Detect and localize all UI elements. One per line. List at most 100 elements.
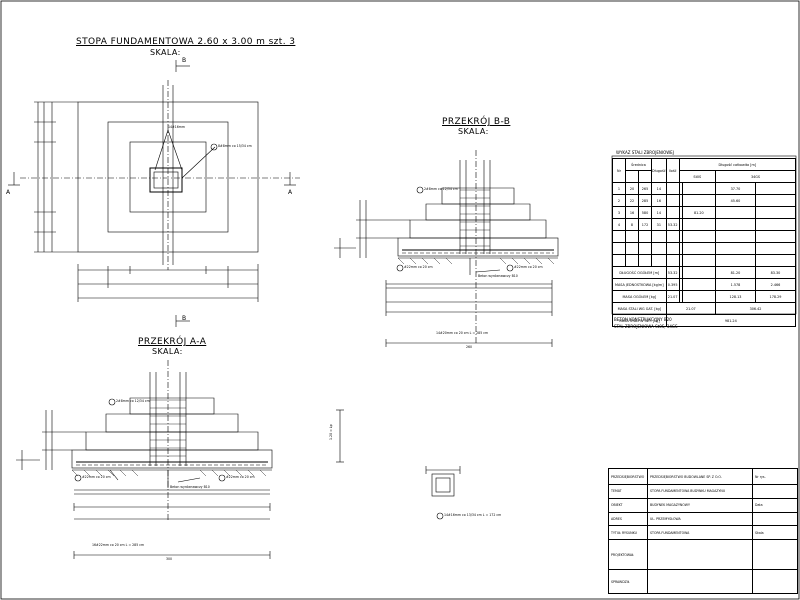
table-row: DŁUGOŚĆ OGÓŁEM [m] 53.32 81.20 83.30	[612, 266, 797, 279]
steel-table-heading: WYKAZ STALI ZBROJENIOWEJ	[616, 150, 674, 155]
table-row: MASA JEDNOSTKOWA [kg/m] 0.395 1.578 2.46…	[612, 278, 797, 291]
rebar-detail-small	[425, 466, 461, 520]
plan-view	[8, 60, 300, 327]
table-cell: MASA STALI W SZT. [kg]	[612, 314, 667, 327]
table-cell: 31	[651, 218, 667, 231]
table-row: 3 16 580 14 81.20	[612, 206, 797, 219]
table-header-cell: St0S	[678, 170, 717, 183]
title-block-label: ADRES	[608, 511, 648, 527]
section-aa-title: PRZEKRÓJ A-A	[138, 337, 207, 347]
table-cell: 265	[638, 182, 652, 195]
section-aa-callout-1: 2#8mm co 12/34 cm	[116, 399, 150, 403]
plan-callout-2: 8#8mm co 15/34 cm	[218, 144, 252, 148]
title-block-value: UL. PRZEMYSŁOWA	[647, 511, 753, 527]
table-cell: 981.24	[665, 314, 797, 327]
table-row: SPRAWDZIŁ	[608, 569, 798, 594]
table-cell: 4	[612, 218, 626, 231]
table-cell: 81.20	[681, 206, 717, 219]
table-cell: MASA OGÓŁEM [kg]	[612, 290, 667, 303]
table-cell	[681, 278, 717, 291]
title-block-value: STOPA FUNDAMENTOWA BUDYNKU MAGAZYNU	[647, 484, 753, 499]
title-block-value: PRZEDSIĘBIORSTWO BUDOWLANE SP. Z O.O.	[647, 468, 753, 485]
elevation-mark	[336, 409, 344, 463]
table-header-cell: 34GS	[715, 170, 796, 183]
title-block-label: PRZEDSIĘBIORSTWO	[608, 468, 648, 485]
table-cell	[754, 182, 797, 195]
plan-callout-1: 14#16mm	[168, 125, 185, 129]
section-bb-scale: SKALA:	[458, 127, 489, 136]
table-row: PROJEKTOWAŁ	[608, 539, 798, 570]
table-cell: 16	[625, 206, 639, 219]
section-bb-title: PRZEKRÓJ B-B	[442, 117, 511, 127]
steel-note-1: BETON KONSTRUKCYJNY B20	[614, 317, 672, 322]
table-row: ADRES UL. PRZEMYSŁOWA	[608, 511, 798, 527]
table-cell	[665, 206, 680, 219]
plan-scale: SKALA:	[150, 48, 181, 57]
section-bb-callout-1: 2#8mm co 12/34 cm	[424, 187, 458, 191]
title-block-meta	[752, 484, 798, 499]
table-cell: 20	[625, 182, 639, 195]
table-cell	[715, 218, 756, 231]
table-cell: 53.32	[665, 266, 680, 279]
title-block-value: BUDYNEK MAGAZYNOWY	[647, 497, 753, 513]
title-block-value: STOPA FUNDAMENTOWA	[647, 525, 753, 540]
title-block-value	[647, 539, 753, 570]
section-aa	[16, 360, 273, 559]
steel-table: Nr Średnica Długość Ilość Długość całkow…	[612, 158, 797, 327]
title-block-label: TEMAT	[608, 484, 648, 499]
title-block-label: SPRAWDZIŁ	[608, 569, 648, 594]
table-row: TYTUŁ RYSUNKU STOPA FUNDAMENTOWA Skala	[608, 525, 798, 540]
section-aa-callout-2: #22mm co 20 cm	[82, 475, 111, 479]
table-cell: MASA JEDNOSTKOWA [kg/m]	[612, 278, 667, 291]
table-cell: DŁUGOŚĆ OGÓŁEM [m]	[612, 266, 667, 279]
table-cell: 2.466	[754, 278, 797, 291]
small-detail-label: 14#16mm co 13/34 cm L = 172 cm	[444, 513, 502, 517]
table-cell: 81.20	[715, 266, 756, 279]
title-block-meta	[752, 539, 798, 570]
title-block: PRZEDSIĘBIORSTWO PRZEDSIĘBIORSTWO BUDOWL…	[608, 468, 798, 594]
table-cell	[681, 218, 717, 231]
table-cell: 21.07	[665, 302, 717, 315]
section-bb-bottom-dim: 260	[466, 345, 473, 349]
table-row: TEMAT STOPA FUNDAMENTOWA BUDYNKU MAGAZYN…	[608, 484, 798, 499]
section-bb-bottom-label: 14#20mm co 20 cm L = 285 cm	[436, 331, 489, 335]
table-cell: 45.60	[715, 194, 756, 207]
table-row: 1 20 265 14 37.70	[612, 182, 797, 195]
elevation-side-label: 1.20 = Lp	[329, 424, 333, 440]
table-cell: 0.395	[665, 278, 680, 291]
table-cell: 128.13	[715, 290, 756, 303]
title-block-meta: Data	[752, 497, 798, 513]
table-cell: MASA STALI WG GAT. [kg]	[612, 302, 667, 315]
table-cell: 1	[612, 182, 626, 195]
table-row: MASA OGÓŁEM [kg] 21.07 128.13 178.29	[612, 290, 797, 303]
table-cell: 53.32	[665, 218, 680, 231]
table-cell: 306.42	[715, 302, 796, 315]
section-aa-callout-3: #22mm co 20 cm	[226, 475, 255, 479]
table-cell: 37.70	[715, 182, 756, 195]
section-mark-a-left: A	[6, 189, 11, 196]
table-cell: 14	[651, 182, 667, 195]
table-cell	[754, 194, 797, 207]
table-cell: 1.578	[715, 278, 756, 291]
section-aa-scale: SKALA:	[152, 347, 183, 356]
table-header-cell: Średnica	[625, 158, 652, 171]
table-cell: 83.30	[754, 266, 797, 279]
table-cell: 285	[638, 194, 652, 207]
table-cell: 2	[612, 194, 626, 207]
table-header-cell: Długość	[651, 158, 667, 183]
title-block-label: TYTUŁ RYSUNKU	[608, 525, 648, 540]
section-aa-bottom-label: 16#22mm co 20 cm L = 285 cm	[92, 543, 145, 547]
table-cell	[681, 266, 717, 279]
section-mark-b-top: B	[182, 57, 187, 64]
plan-title: STOPA FUNDAMENTOWA 2.60 x 3.00 m szt. 3	[76, 37, 296, 47]
title-block-meta: Nr rys.	[752, 468, 798, 485]
table-cell: 3	[612, 206, 626, 219]
title-block-label: PROJEKTOWAŁ	[608, 539, 648, 570]
table-cell	[754, 206, 797, 219]
table-row: MASA STALI WG GAT. [kg] 21.07 306.42	[612, 302, 796, 315]
section-mark-a-right: A	[288, 189, 293, 196]
section-mark-b-bottom: B	[182, 315, 187, 322]
table-row: OBIEKT BUDYNEK MAGAZYNOWY Data	[608, 497, 798, 513]
title-block-meta	[752, 511, 798, 527]
